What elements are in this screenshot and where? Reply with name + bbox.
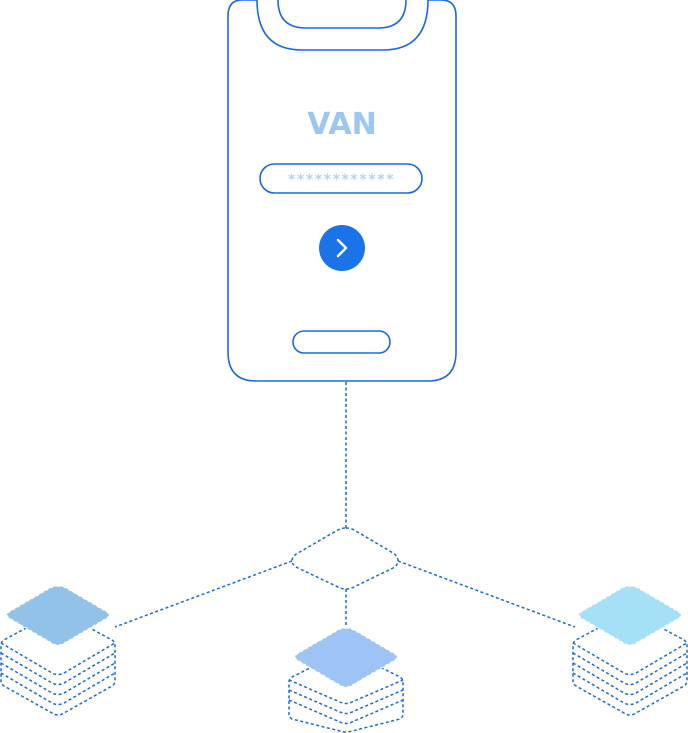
server-stack-right (572, 585, 688, 716)
stack-layer (572, 672, 688, 706)
stack-layer (572, 652, 688, 686)
connection-hub-left (114, 560, 293, 628)
stack-layer (0, 662, 116, 696)
stack-layer (0, 652, 116, 686)
server-stack-left (0, 585, 116, 716)
stack-layer (0, 642, 116, 676)
hub-diamond (291, 527, 399, 590)
app-title: VAN (307, 107, 377, 142)
stack-layer (572, 662, 688, 696)
stack-layer (288, 699, 404, 725)
stack-top (578, 585, 682, 646)
phone-notch-inner (277, 0, 407, 29)
stack-layer (0, 672, 116, 706)
chevron-right-icon (336, 238, 348, 258)
connections (114, 382, 576, 628)
password-field-box[interactable] (259, 163, 423, 194)
stack-layer (572, 642, 688, 676)
phone-mockup: VAN ************ (227, 0, 457, 382)
connection-hub-right (397, 560, 576, 628)
phone-notch (256, 0, 429, 51)
submit-button[interactable] (319, 225, 365, 271)
stack-layer (288, 689, 404, 715)
password-field-value: ************ (287, 172, 394, 188)
server-stack-center (288, 627, 404, 733)
phone-body (227, 0, 457, 382)
stack-top (6, 585, 110, 646)
stack-layer (288, 679, 404, 705)
submit-button-circle[interactable] (319, 225, 365, 271)
password-field[interactable]: ************ (259, 163, 423, 194)
stack-top (294, 627, 398, 688)
home-bar[interactable] (292, 330, 391, 354)
stack-layer (572, 612, 688, 716)
